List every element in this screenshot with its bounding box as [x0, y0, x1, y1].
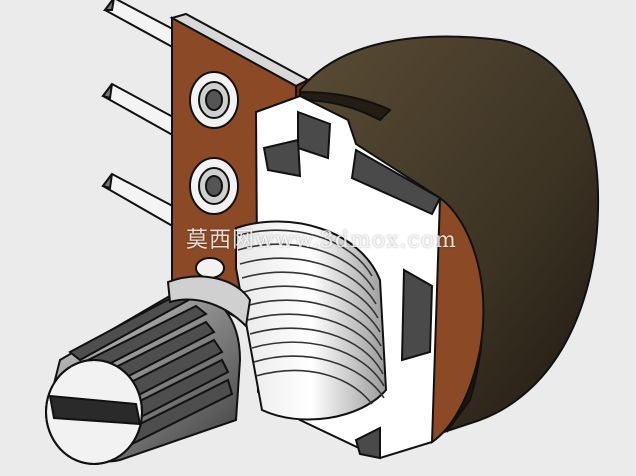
- solder-hole-top: [189, 71, 239, 129]
- bushing-collar: [166, 275, 252, 329]
- knurled-shaft: [45, 288, 242, 465]
- solder-hole-bottom: [195, 257, 225, 279]
- threaded-bushing: [235, 220, 388, 421]
- housing-rim: [299, 90, 392, 122]
- solder-hole-middle: [189, 157, 239, 215]
- solder-holes: [189, 71, 239, 279]
- side-plate: [431, 196, 485, 444]
- terminal-pins: [101, 0, 188, 230]
